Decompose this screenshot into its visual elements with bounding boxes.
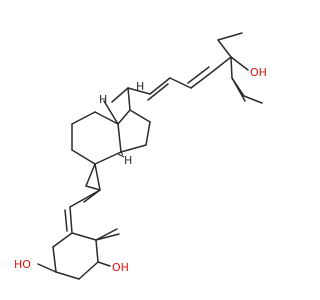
stereo-h-label-methyl: H xyxy=(99,93,107,106)
a-ring xyxy=(37,206,120,280)
stereo-h-label-side: H xyxy=(136,80,144,93)
ring-bond xyxy=(120,144,147,153)
ring-bond xyxy=(85,163,96,187)
chain-bond xyxy=(211,56,232,73)
exo-double xyxy=(64,209,68,232)
chain-bond xyxy=(69,189,101,208)
ring-bond xyxy=(78,261,99,280)
methylene-double xyxy=(95,228,118,241)
ring-bond xyxy=(55,271,80,280)
diene-double xyxy=(147,83,169,101)
structure-drawing: OH HO OH H H H xyxy=(14,32,267,280)
ethyl-bond xyxy=(217,39,232,58)
ethyl-bond xyxy=(217,32,243,41)
ring-bond xyxy=(95,239,99,263)
molecule-structure: OH HO OH H H H xyxy=(14,32,267,280)
ring-bond xyxy=(71,149,96,165)
ring-bond xyxy=(117,109,131,125)
hydroxyl-label-top: OH xyxy=(250,66,267,79)
diene-double xyxy=(187,66,210,84)
methylene-bond xyxy=(95,233,120,241)
ethyl-bond xyxy=(243,95,263,104)
ring-bond xyxy=(94,111,119,125)
ring-bond xyxy=(129,109,151,123)
hydroxyl-label-bottom: OH xyxy=(112,261,129,274)
linker xyxy=(69,185,101,208)
ethyl-bond xyxy=(231,77,245,97)
hydroxyl-label-left: HO xyxy=(14,258,31,271)
hatch-bond xyxy=(117,151,125,158)
chain-bond xyxy=(85,185,101,191)
ring-bond xyxy=(71,232,97,241)
c-oh-bond xyxy=(97,261,111,267)
stereo-h-label-ring: H xyxy=(124,154,132,167)
diene-bond xyxy=(169,77,192,89)
ring-bond xyxy=(71,111,96,125)
ring-bond xyxy=(117,123,122,153)
side-chain xyxy=(111,32,263,111)
ethyl-bond xyxy=(230,56,233,79)
ring-bond xyxy=(52,232,73,248)
diene-bond xyxy=(149,77,171,95)
methyl-bond xyxy=(111,87,129,103)
diene-bond xyxy=(190,71,213,89)
exo-double xyxy=(94,163,101,191)
ring-bond xyxy=(94,151,122,165)
ring-bond xyxy=(145,121,151,146)
chain-bond xyxy=(127,87,151,95)
methyl-bond xyxy=(103,100,119,125)
ring-bond xyxy=(69,206,73,234)
chain-bond xyxy=(127,87,131,111)
c-oh-bond xyxy=(37,263,57,273)
ring-bond xyxy=(52,246,57,273)
c-oh-bond xyxy=(230,56,249,71)
cd-rings xyxy=(71,100,151,191)
